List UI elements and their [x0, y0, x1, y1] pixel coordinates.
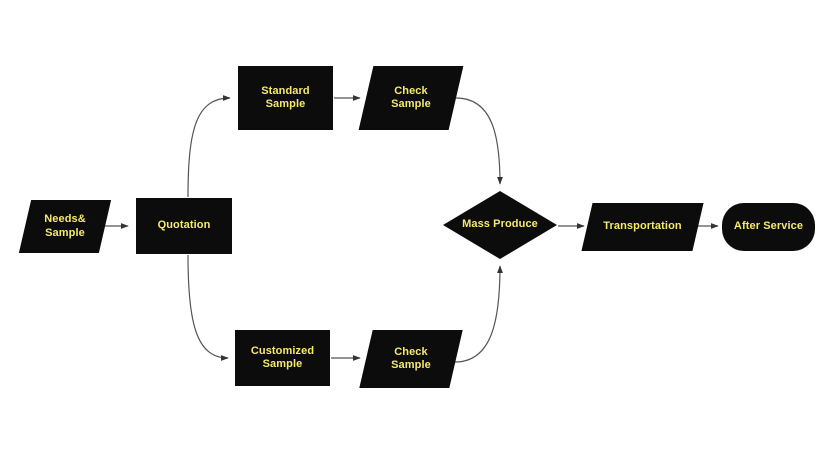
- edge-quotation-to-standard: [187, 95, 231, 198]
- node-label: Mass Produce: [462, 218, 538, 231]
- node-label: Needs& Sample: [44, 213, 86, 239]
- node-label: Quotation: [157, 219, 211, 232]
- edge-check-top-to-mass: [455, 97, 503, 185]
- node-label: After Service: [733, 220, 804, 233]
- node-label: Customized Sample: [250, 344, 315, 370]
- edge-check-bottom-to-mass: [454, 265, 503, 363]
- node-label: Standard Sample: [261, 84, 310, 110]
- node-after-service[interactable]: After Service: [722, 203, 815, 251]
- node-label: Transportation: [603, 220, 682, 233]
- node-quotation[interactable]: Quotation: [136, 198, 232, 254]
- node-label: Check Sample: [391, 84, 431, 110]
- node-customized-sample[interactable]: Customized Sample: [235, 330, 330, 386]
- node-check-sample-bottom[interactable]: Check Sample: [366, 330, 456, 388]
- node-standard-sample[interactable]: Standard Sample: [238, 66, 333, 130]
- edge-quotation-to-customized: [187, 254, 229, 361]
- node-transportation[interactable]: Transportation: [587, 203, 698, 251]
- node-needs-sample[interactable]: Needs& Sample: [25, 200, 105, 253]
- node-label: Check Sample: [391, 345, 431, 371]
- node-mass-produce[interactable]: Mass Produce: [443, 191, 557, 259]
- node-check-sample-top[interactable]: Check Sample: [366, 66, 456, 130]
